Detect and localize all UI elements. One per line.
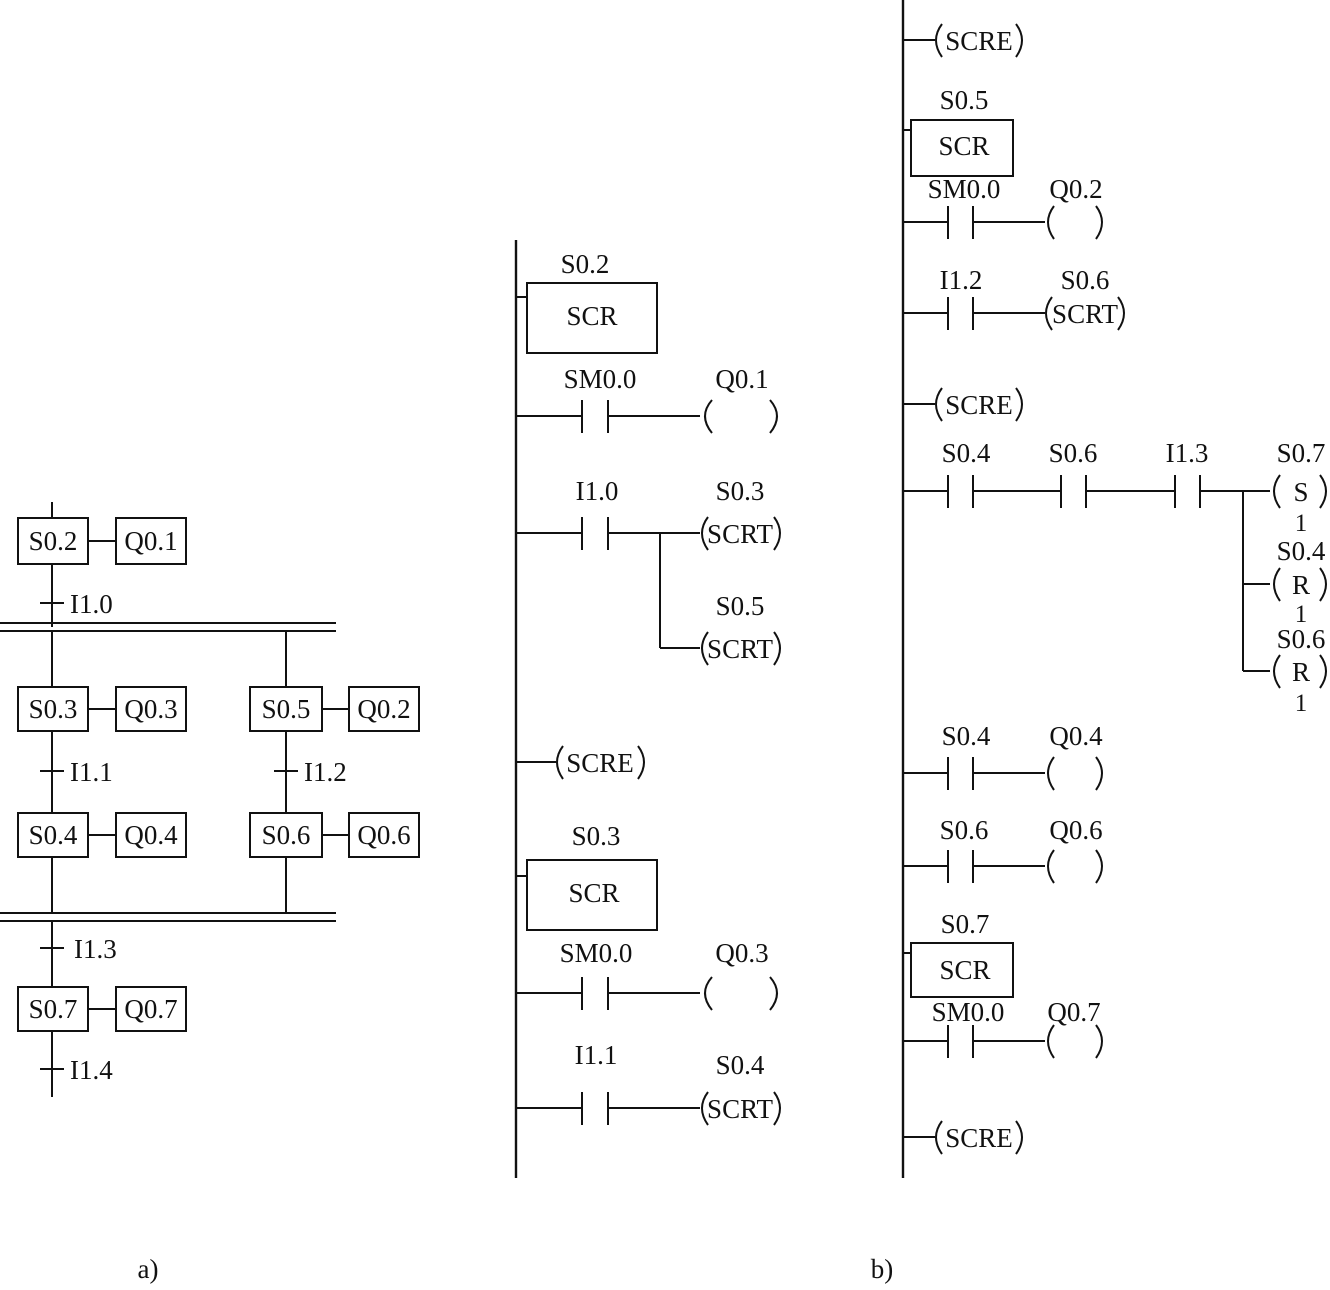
scrt-coil: SCRT <box>707 1094 773 1124</box>
scr-block-s0-5: S0.5 SCR <box>903 85 1014 177</box>
step-label: S0.4 <box>29 820 78 850</box>
step-label: S0.6 <box>262 820 311 850</box>
rung-sm0-0-q0-7: SM0.0 Q0.7 <box>903 997 1103 1059</box>
sfc-step-s0-7: S0.7 Q0.7 <box>17 986 187 1032</box>
scr-bit: S0.7 <box>941 909 990 939</box>
action-label: Q0.3 <box>124 694 177 724</box>
scrt-coil: SCRT <box>707 519 773 549</box>
coil-bit: S0.4 <box>716 1050 765 1080</box>
scr-bit: S0.5 <box>940 85 989 115</box>
rung-i1-0-scrt: I1.0 S0.3 SCRT S0.5 SCRT <box>516 476 781 666</box>
transition-i1-2: I1.2 <box>304 757 347 787</box>
action-label: Q0.4 <box>124 820 178 850</box>
coil-count: 1 <box>1295 510 1308 537</box>
rung-i1-2-scrt: I1.2 S0.6 SCRT <box>903 265 1125 331</box>
action-label: Q0.7 <box>124 994 177 1024</box>
coil-count: 1 <box>1295 690 1308 717</box>
contact-label: SM0.0 <box>564 364 637 394</box>
coil-op: R <box>1292 570 1310 600</box>
transition-i1-0: I1.0 <box>70 589 113 619</box>
scre-label: SCRE <box>566 748 634 778</box>
sfc-step-s0-3: S0.3 Q0.3 <box>17 686 187 732</box>
contact-label: S0.6 <box>1049 438 1098 468</box>
action-label: Q0.2 <box>357 694 410 724</box>
contact-label: S0.4 <box>942 438 991 468</box>
step-label: S0.7 <box>29 994 78 1024</box>
scre-label: SCRE <box>945 390 1013 420</box>
scre-3: SCRE <box>903 1120 1023 1155</box>
scrt-coil: SCRT <box>707 634 773 664</box>
contact-label: SM0.0 <box>928 174 1001 204</box>
coil-label: Q0.6 <box>1049 815 1102 845</box>
scr-block-s0-7: S0.7 SCR <box>903 909 1014 998</box>
caption-a: a) <box>138 1254 159 1284</box>
coil-bit: S0.4 <box>1277 536 1326 566</box>
scr-block-s0-2: S0.2 SCR <box>516 249 658 354</box>
contact-label: I1.1 <box>575 1040 618 1070</box>
contact-label: S0.4 <box>942 721 991 751</box>
ladder-right: SCRE S0.5 SCR SM0.0 Q0.2 <box>871 0 1327 1284</box>
scre-1: SCRE <box>516 745 645 780</box>
sfc-step-s0-2: S0.2 Q0.1 <box>17 517 187 565</box>
rung-s0-6-q0-6: S0.6 Q0.6 <box>903 815 1103 884</box>
scr-label: SCR <box>939 955 990 985</box>
coil-label: Q0.2 <box>1049 174 1102 204</box>
transition-i1-4: I1.4 <box>70 1055 113 1085</box>
scr-label: SCR <box>566 301 617 331</box>
scr-label: SCR <box>568 878 619 908</box>
transition-i1-1: I1.1 <box>70 757 113 787</box>
step-label: S0.2 <box>29 526 78 556</box>
coil-op: R <box>1292 657 1310 687</box>
coil-label: Q0.3 <box>715 938 768 968</box>
step-label: S0.5 <box>262 694 311 724</box>
coil-bit: S0.5 <box>716 591 765 621</box>
contact-label: SM0.0 <box>560 938 633 968</box>
contact-label: I1.0 <box>576 476 619 506</box>
coil-label: Q0.1 <box>715 364 768 394</box>
coil-label: Q0.7 <box>1047 997 1100 1027</box>
ladder-middle: S0.2 SCR SM0.0 Q0.1 I1.0 S0.3 SCRT <box>514 240 781 1178</box>
coil-label: Q0.4 <box>1049 721 1103 751</box>
action-label: Q0.6 <box>357 820 410 850</box>
scrt-coil: SCRT <box>1052 299 1118 329</box>
contact-label: I1.3 <box>1166 438 1209 468</box>
rung-i1-1-scrt: I1.1 S0.4 SCRT <box>516 1040 781 1126</box>
scre-top: SCRE <box>903 23 1023 58</box>
coil-bit: S0.6 <box>1277 624 1326 654</box>
coil-count: 1 <box>1295 601 1308 628</box>
scr-block-s0-3: S0.3 SCR <box>516 821 658 931</box>
caption-b: b) <box>871 1254 894 1284</box>
scr-bit: S0.3 <box>572 821 621 851</box>
step-label: S0.3 <box>29 694 78 724</box>
rung-s0-4-q0-4: S0.4 Q0.4 <box>903 721 1103 791</box>
coil-bit: S0.7 <box>1277 438 1326 468</box>
scr-bit: S0.2 <box>561 249 610 279</box>
sfc-step-s0-5: S0.5 Q0.2 <box>249 686 420 732</box>
rung-set-reset: S0.4 S0.6 I1.3 S0.7 S 1 S0.4 R 1 S0.6 R … <box>903 438 1327 717</box>
coil-op: S <box>1293 477 1308 507</box>
scr-label: SCR <box>938 131 989 161</box>
transition-i1-3: I1.3 <box>74 934 117 964</box>
contact-label: S0.6 <box>940 815 989 845</box>
action-label: Q0.1 <box>124 526 177 556</box>
sfc-step-s0-4: S0.4 Q0.4 <box>17 812 187 858</box>
contact-label: I1.2 <box>940 265 983 295</box>
sfc-diagram: I1.0 I1.1 I1.2 I1.3 I1.4 S0.2 Q0.1 S0.3 … <box>0 502 420 1284</box>
scre-label: SCRE <box>945 1123 1013 1153</box>
rung-sm0-0-q0-3: SM0.0 Q0.3 <box>516 938 778 1011</box>
rung-sm0-0-q0-2: SM0.0 Q0.2 <box>903 174 1103 240</box>
coil-bit: S0.6 <box>1061 265 1110 295</box>
sfc-step-s0-6: S0.6 Q0.6 <box>249 812 420 858</box>
scre-label: SCRE <box>945 26 1013 56</box>
rung-sm0-0-q0-1: SM0.0 Q0.1 <box>516 364 778 434</box>
scre-2: SCRE <box>903 387 1023 422</box>
coil-bit: S0.3 <box>716 476 765 506</box>
contact-label: SM0.0 <box>932 997 1005 1027</box>
